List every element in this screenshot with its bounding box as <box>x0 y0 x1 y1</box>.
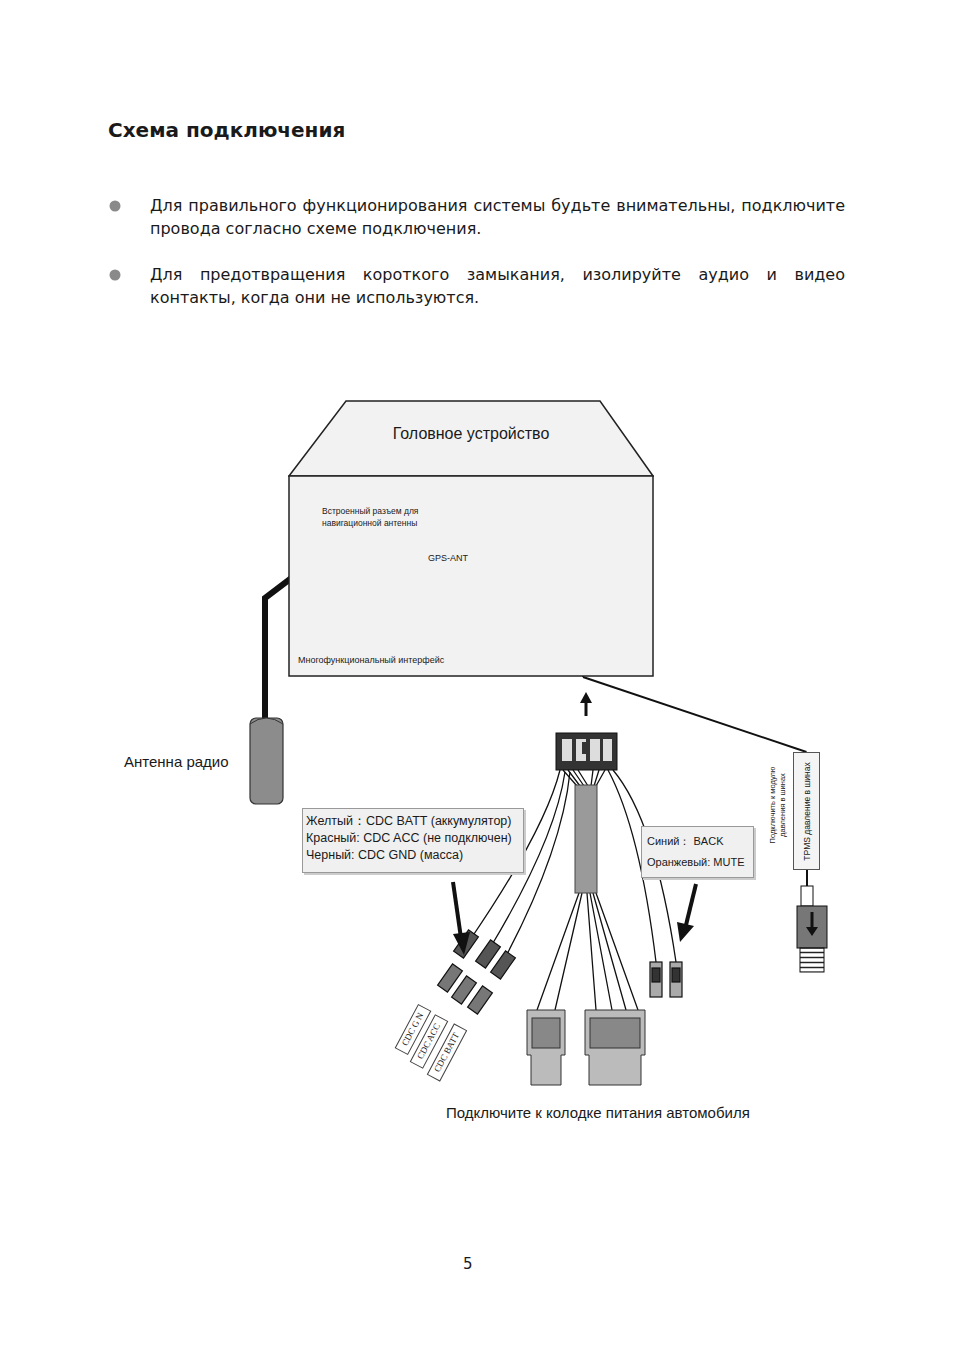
wire-connector <box>583 677 807 752</box>
page-title: Схема подключения <box>108 118 345 142</box>
callout-text: Встроенный разъем для навигационной анте… <box>322 505 447 529</box>
node-text: Оранжевый: MUTE <box>647 852 748 873</box>
note-text: Для правильного функционирования системы… <box>150 194 845 240</box>
node-text: Черный: CDC GND (масса) <box>306 847 520 864</box>
node-text: Головное устройство <box>288 425 654 443</box>
node-text: Синий： BACK <box>647 831 748 852</box>
bullet-dot <box>110 201 121 212</box>
node-text: Желтый：CDC BATT (аккумулятор) <box>306 813 520 830</box>
head-unit: Головное устройство <box>288 400 654 677</box>
node-text: TPMS давление в шинах <box>802 756 813 868</box>
tpms-connector <box>797 870 827 972</box>
part-name: Антенна радио <box>124 753 229 770</box>
note-text: Для предотвращения короткого замыкания, … <box>150 263 845 309</box>
wiring-harness <box>438 692 696 1085</box>
node-text: Красный: CDC ACC (не подключен) <box>306 830 520 847</box>
callout-text: Многофункциональный интерфейс <box>298 655 444 665</box>
caption-text: Подключите к колодке питания автомобиля <box>446 1104 750 1121</box>
port-name: GPS-ANT <box>428 553 468 563</box>
signal-box: Синий： BACKОранжевый: MUTE <box>641 826 754 878</box>
wire-color-box: Желтый：CDC BATT (аккумулятор)Красный: CD… <box>302 808 524 873</box>
bullet-dot <box>110 270 121 281</box>
tpms-box: TPMS давление в шинахПодключить к модулю… <box>793 752 820 870</box>
node-text: Подключить к модулю давления в шинах <box>768 757 788 853</box>
page-number: 5 <box>463 1255 473 1273</box>
